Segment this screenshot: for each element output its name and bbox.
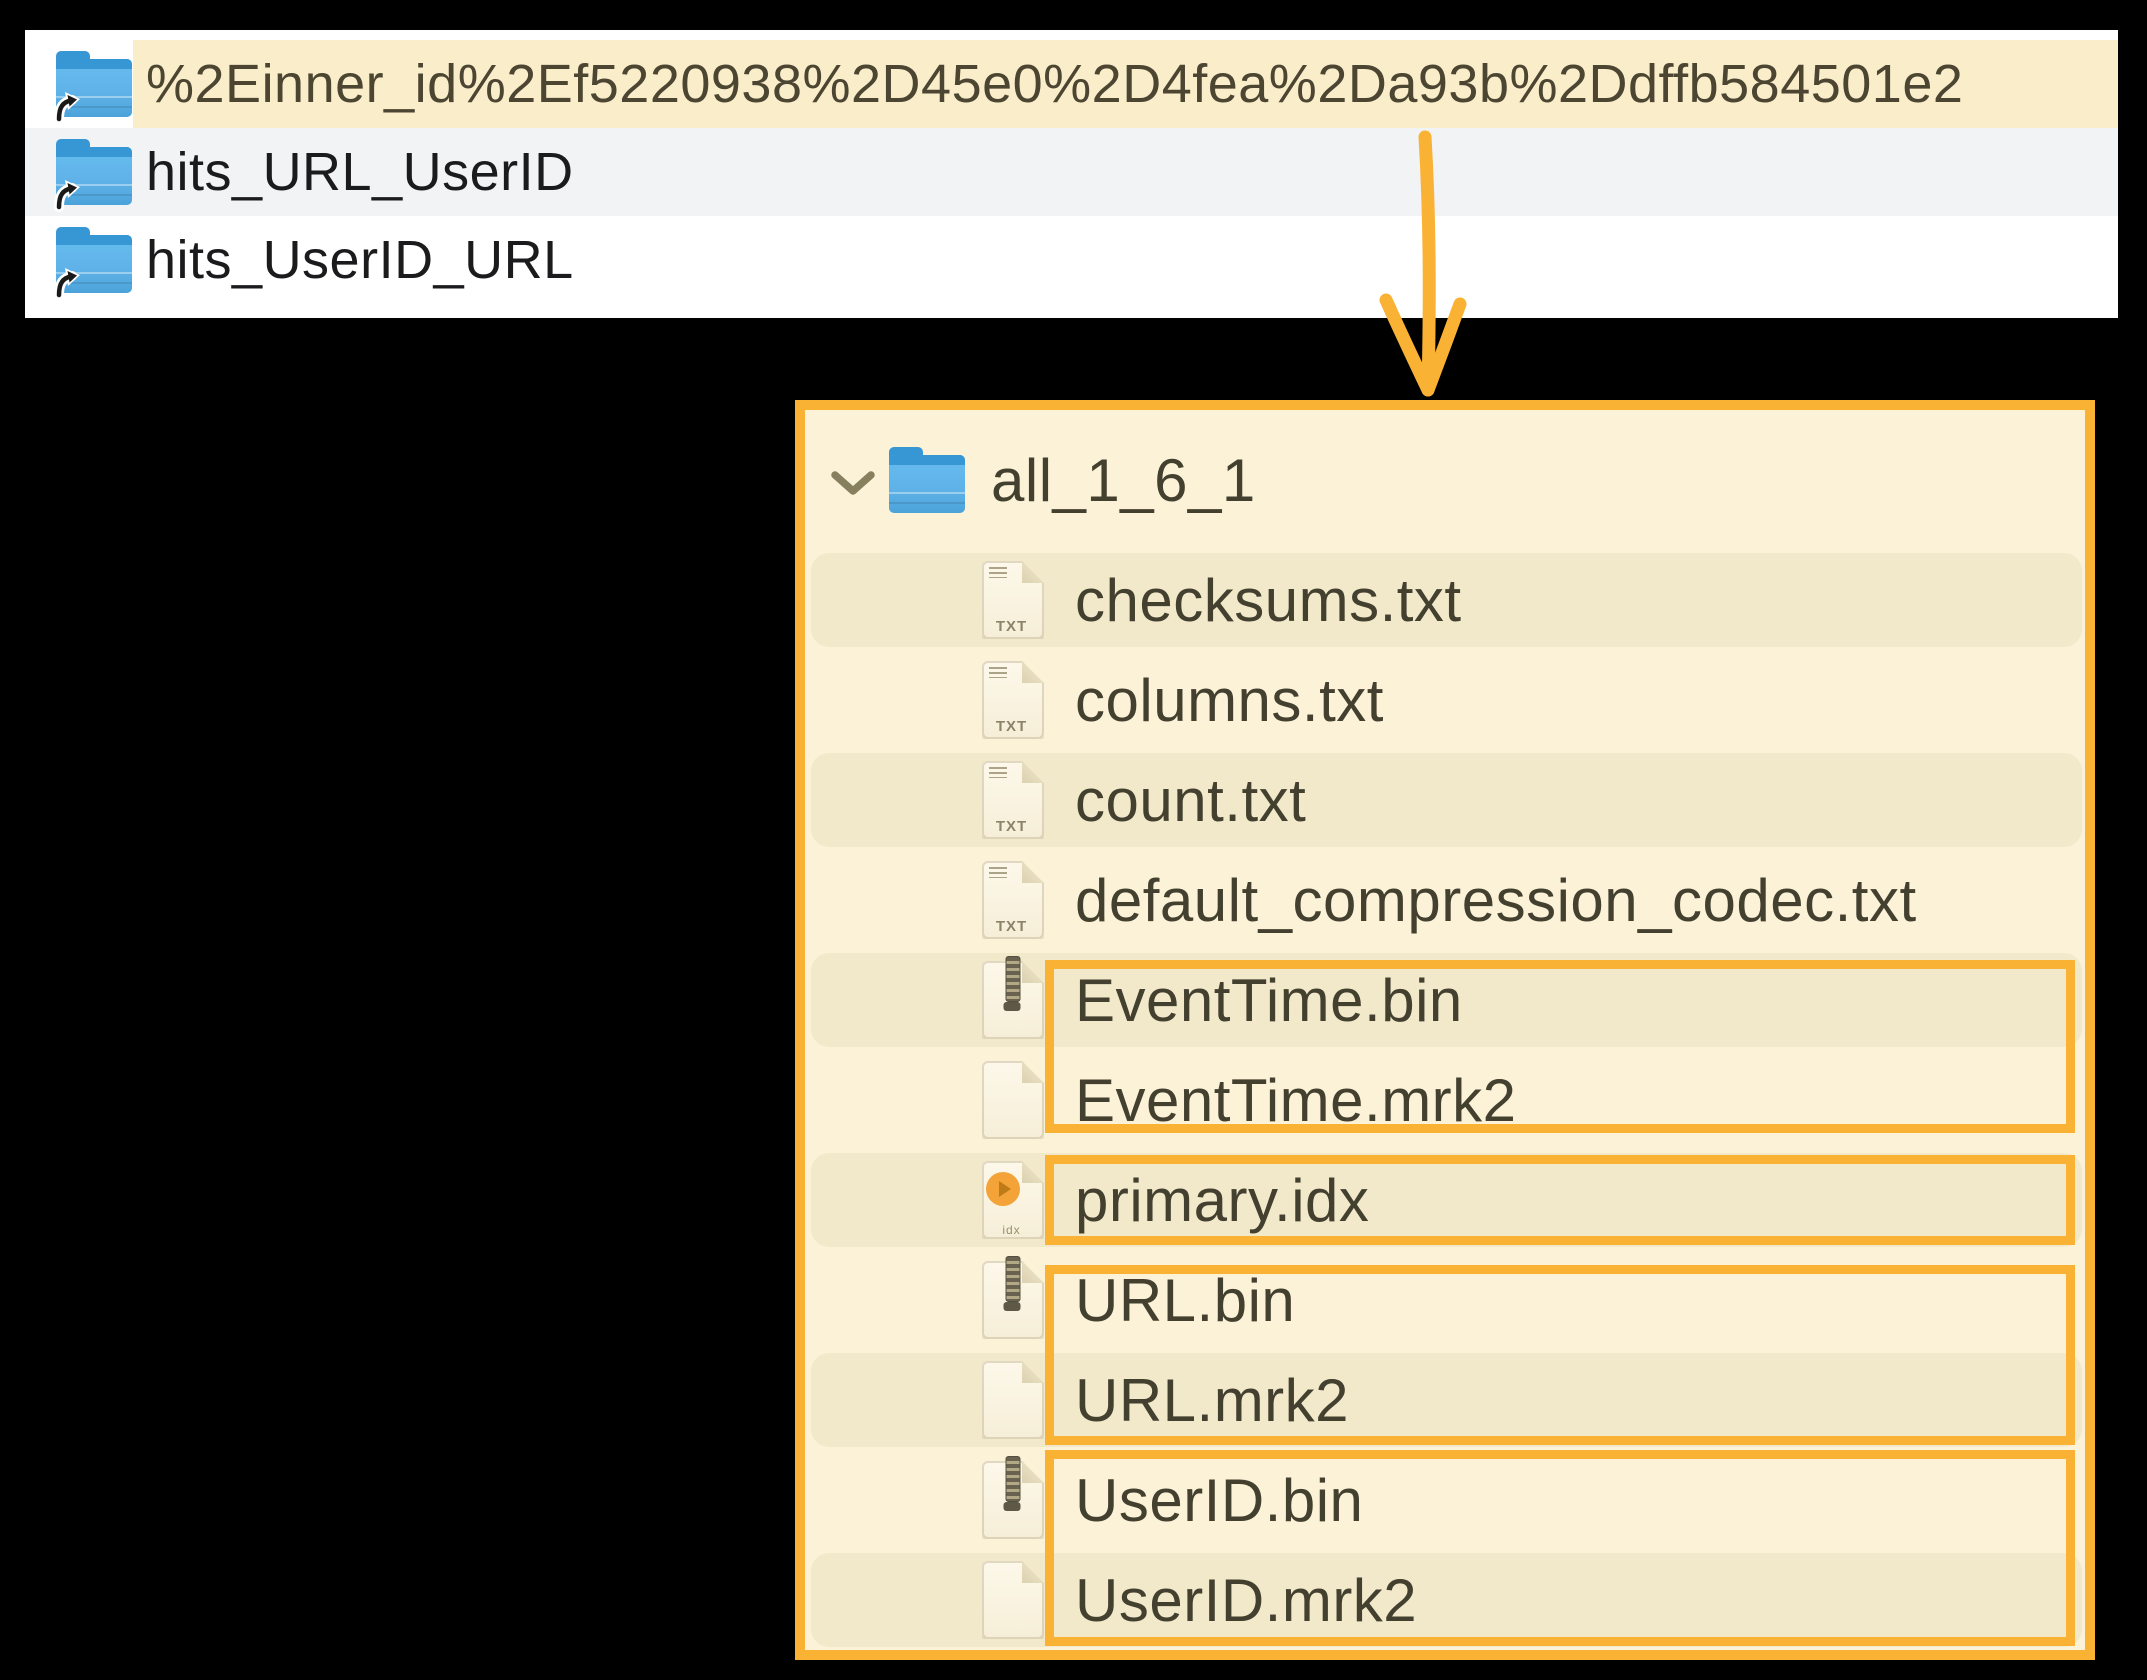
file-name: default_compression_codec.txt bbox=[1075, 866, 1917, 934]
txt-badge: TXT bbox=[995, 818, 1028, 835]
file-row-url-mrk2[interactable]: URL.mrk2 bbox=[805, 1350, 2085, 1450]
selection-highlight bbox=[133, 40, 2118, 128]
file-row-url-bin[interactable]: URL.bin bbox=[805, 1250, 2085, 1350]
blank-file-icon bbox=[979, 1059, 1047, 1141]
play-disc-glyph bbox=[986, 1172, 1020, 1206]
file-row-primary-idx[interactable]: idx primary.idx bbox=[805, 1150, 2085, 1250]
file-name: columns.txt bbox=[1075, 666, 1384, 734]
file-name: checksums.txt bbox=[1075, 566, 1462, 634]
file-row-checksums[interactable]: TXT checksums.txt bbox=[805, 550, 2085, 650]
folder-name: hits_UserID_URL bbox=[146, 230, 574, 290]
blank-file-icon bbox=[979, 1359, 1047, 1441]
txt-badge: TXT bbox=[995, 918, 1028, 935]
txt-badge: TXT bbox=[995, 718, 1028, 735]
txt-file-icon: TXT bbox=[979, 559, 1047, 641]
finder-folder-list: %2Einner_id%2Ef5220938%2D45e0%2D4fea%2Da… bbox=[25, 30, 2118, 318]
txt-file-icon: TXT bbox=[979, 759, 1047, 841]
part-directory-panel: all_1_6_1 TXT checksums.txt TXT columns.… bbox=[795, 400, 2095, 1660]
binary-file-icon bbox=[979, 1456, 1047, 1541]
folder-icon bbox=[54, 51, 132, 124]
file-list: TXT checksums.txt TXT columns.txt TXT bbox=[805, 550, 2085, 1650]
file-row-eventtime-mrk2[interactable]: EventTime.mrk2 bbox=[805, 1050, 2085, 1150]
folder-icon bbox=[889, 447, 965, 513]
folder-icon bbox=[54, 139, 132, 212]
text-lines-glyph bbox=[989, 867, 1007, 878]
txt-badge: TXT bbox=[995, 618, 1028, 635]
root-folder-row[interactable]: all_1_6_1 bbox=[805, 410, 2085, 550]
root-folder-name: all_1_6_1 bbox=[991, 446, 1256, 514]
file-name: UserID.bin bbox=[1075, 1466, 1364, 1534]
idx-file-icon: idx bbox=[979, 1159, 1047, 1241]
folder-row-hits-userid-url[interactable]: hits_UserID_URL bbox=[25, 216, 2118, 304]
file-row-userid-bin[interactable]: UserID.bin bbox=[805, 1450, 2085, 1550]
binary-file-icon bbox=[979, 1256, 1047, 1341]
file-name: primary.idx bbox=[1075, 1166, 1370, 1234]
annotation-box-userid bbox=[1045, 1450, 2075, 1646]
file-row-default-compression-codec[interactable]: TXT default_compression_codec.txt bbox=[805, 850, 2085, 950]
chevron-down-icon[interactable] bbox=[831, 471, 875, 497]
text-lines-glyph bbox=[989, 767, 1007, 778]
folder-name: hits_URL_UserID bbox=[146, 142, 574, 202]
alias-arrow-icon bbox=[54, 180, 80, 212]
folder-icon bbox=[54, 227, 132, 300]
folder-row-hits-url-userid[interactable]: hits_URL_UserID bbox=[25, 128, 2118, 216]
annotation-box-primary-idx bbox=[1045, 1155, 2075, 1245]
txt-file-icon: TXT bbox=[979, 859, 1047, 941]
file-row-columns[interactable]: TXT columns.txt bbox=[805, 650, 2085, 750]
file-row-count[interactable]: TXT count.txt bbox=[805, 750, 2085, 850]
txt-file-icon: TXT bbox=[979, 659, 1047, 741]
idx-badge: idx bbox=[1002, 1223, 1021, 1237]
zipper-glyph bbox=[1003, 1456, 1021, 1511]
folder-row-inner-id[interactable]: %2Einner_id%2Ef5220938%2D45e0%2D4fea%2Da… bbox=[25, 40, 2118, 128]
file-name: URL.bin bbox=[1075, 1266, 1296, 1334]
alias-arrow-icon bbox=[54, 92, 80, 124]
annotation-box-url bbox=[1045, 1265, 2075, 1445]
folder-name: %2Einner_id%2Ef5220938%2D45e0%2D4fea%2Da… bbox=[146, 54, 1964, 114]
zipper-glyph bbox=[1003, 956, 1021, 1011]
file-name: EventTime.mrk2 bbox=[1075, 1066, 1517, 1134]
annotation-box-eventtime bbox=[1045, 960, 2075, 1133]
file-name: count.txt bbox=[1075, 766, 1307, 834]
file-name: URL.mrk2 bbox=[1075, 1366, 1350, 1434]
file-name: EventTime.bin bbox=[1075, 966, 1463, 1034]
file-row-userid-mrk2[interactable]: UserID.mrk2 bbox=[805, 1550, 2085, 1650]
alias-arrow-icon bbox=[54, 268, 80, 300]
blank-file-icon bbox=[979, 1559, 1047, 1641]
file-name: UserID.mrk2 bbox=[1075, 1566, 1418, 1634]
binary-file-icon bbox=[979, 956, 1047, 1041]
folder-body bbox=[889, 455, 965, 513]
text-lines-glyph bbox=[989, 667, 1007, 678]
text-lines-glyph bbox=[989, 567, 1007, 578]
zipper-glyph bbox=[1003, 1256, 1021, 1311]
